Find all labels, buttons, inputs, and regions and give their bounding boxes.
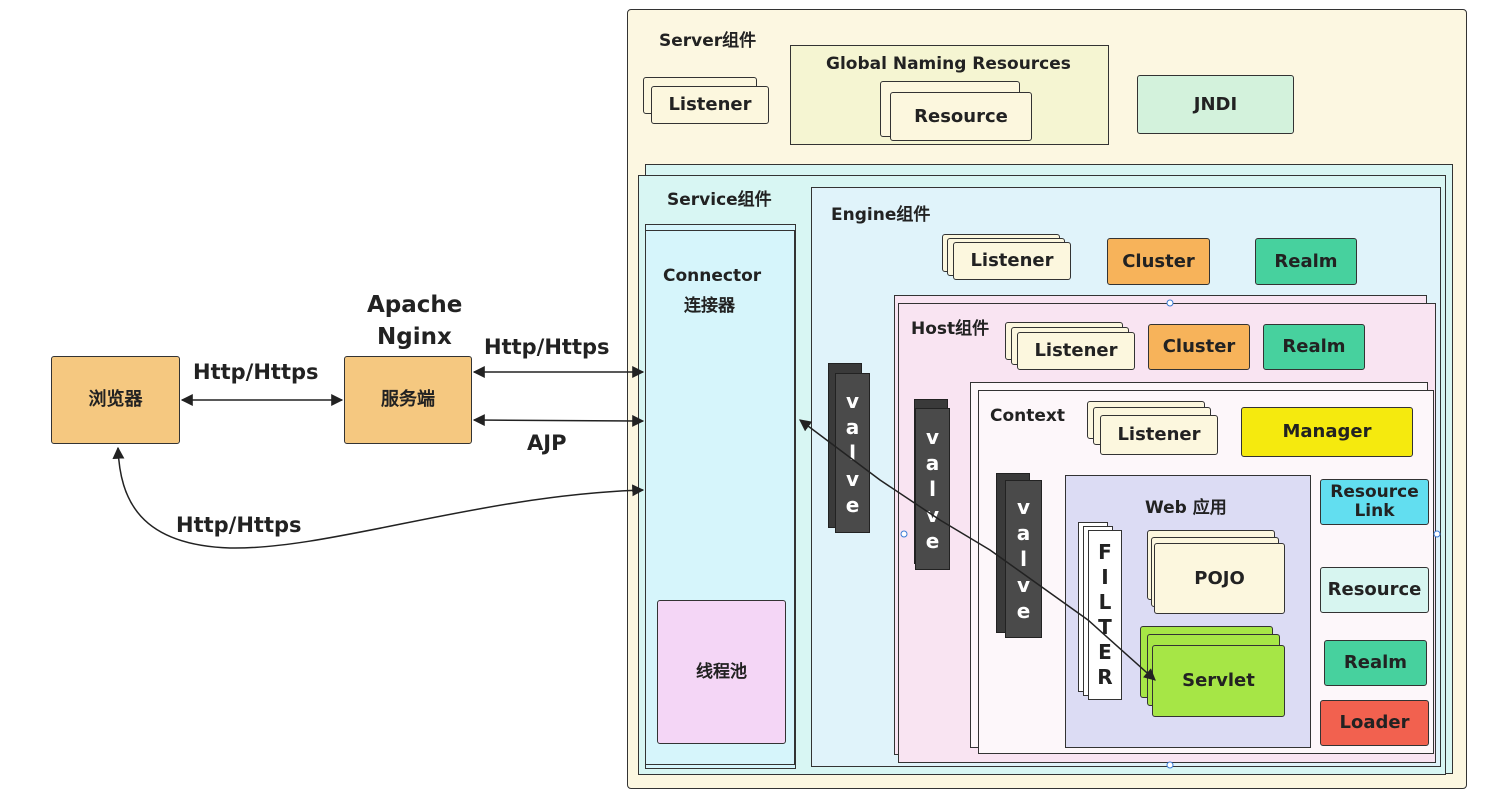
valve-letter: l	[929, 477, 936, 501]
host-valve: v a l v e	[915, 408, 950, 570]
filter-chain: F I L T E R	[1088, 530, 1122, 700]
service-title: Service组件	[667, 190, 772, 210]
resource-link-label-1: Resource	[1330, 482, 1419, 503]
valve-letter: v	[1016, 573, 1031, 597]
thread-pool-box: 线程池	[657, 600, 786, 744]
filter-letter: I	[1101, 565, 1109, 589]
filter-letter: T	[1098, 615, 1112, 639]
connector-cn-label: 连接器	[684, 296, 735, 316]
browser-box: 浏览器	[51, 356, 180, 444]
webapp-title: Web 应用	[1145, 498, 1227, 518]
host-realm: Realm	[1263, 324, 1365, 370]
apache-label: Apache	[367, 292, 463, 318]
valve-letter: l	[1020, 547, 1027, 571]
host-realm-label: Realm	[1282, 336, 1346, 358]
jndi-label: JNDI	[1193, 93, 1238, 115]
server-connector-protocol-label: Http/Https	[484, 335, 610, 359]
context-resource-label: Resource	[1327, 579, 1422, 601]
thread-pool-label: 线程池	[696, 661, 747, 682]
valve-letter: v	[845, 389, 860, 413]
context-title: Context	[990, 406, 1066, 426]
valve-letter: v	[845, 467, 860, 491]
global-resource-label: Resource	[914, 105, 1008, 127]
context-realm-label: Realm	[1343, 652, 1408, 674]
servlet-label: Servlet	[1182, 670, 1255, 692]
valve-letter: v	[1016, 495, 1031, 519]
engine-realm-label: Realm	[1274, 250, 1338, 272]
context-listener: Listener	[1100, 415, 1218, 455]
host-cluster-label: Cluster	[1162, 336, 1236, 358]
valve-letter: a	[1016, 521, 1031, 545]
direct-protocol-label: Http/Https	[176, 513, 302, 537]
server-connector-ajp-arrow	[472, 414, 645, 427]
context-loader: Loader	[1320, 700, 1429, 746]
nginx-label: Nginx	[377, 324, 452, 350]
browser-server-protocol-label: Http/Https	[193, 360, 319, 384]
valve-letter: v	[925, 425, 940, 449]
filter-letter: L	[1098, 590, 1112, 614]
context-valve: v a l v e	[1005, 480, 1042, 638]
engine-listener: Listener	[953, 242, 1071, 280]
valve-letter: e	[1016, 599, 1031, 623]
filter-letter: E	[1098, 640, 1112, 664]
valve-letter: v	[925, 503, 940, 527]
context-manager: Manager	[1241, 407, 1413, 457]
valve-letter: l	[849, 441, 856, 465]
global-naming-title: Global Naming Resources	[826, 54, 1071, 74]
context-resource-link: Resource Link	[1320, 479, 1429, 525]
pojo-box: POJO	[1154, 543, 1285, 614]
server-side-label: 服务端	[381, 389, 435, 411]
ajp-label: AJP	[527, 431, 567, 455]
engine-realm: Realm	[1255, 238, 1357, 285]
pojo-label: POJO	[1194, 567, 1245, 589]
context-manager-label: Manager	[1282, 421, 1372, 443]
global-resource: Resource	[890, 92, 1032, 141]
server-title: Server组件	[659, 31, 757, 51]
filter-letter: R	[1097, 665, 1113, 689]
valve-letter: e	[925, 529, 940, 553]
engine-cluster: Cluster	[1107, 238, 1210, 285]
server-listener: Listener	[651, 86, 769, 124]
host-cluster: Cluster	[1148, 324, 1250, 370]
filter-letter: F	[1098, 540, 1112, 564]
server-listener-label: Listener	[668, 94, 752, 116]
context-listener-label: Listener	[1117, 424, 1201, 446]
connector-label: Connector	[663, 266, 762, 286]
resource-link-label-2: Link	[1354, 501, 1395, 521]
engine-valve: v a l v e	[835, 373, 870, 533]
engine-title: Engine组件	[831, 205, 931, 225]
jndi-box: JNDI	[1137, 75, 1294, 134]
context-loader-label: Loader	[1339, 712, 1410, 734]
server-side-box: 服务端	[344, 356, 472, 444]
engine-cluster-label: Cluster	[1122, 250, 1195, 272]
valve-letter: a	[925, 451, 940, 475]
host-title: Host组件	[911, 319, 990, 339]
context-resource: Resource	[1320, 567, 1429, 613]
valve-letter: e	[845, 493, 860, 517]
browser-label: 浏览器	[88, 389, 143, 411]
servlet-box: Servlet	[1152, 645, 1285, 717]
context-realm: Realm	[1324, 640, 1427, 686]
engine-listener-label: Listener	[970, 250, 1054, 272]
host-listener-label: Listener	[1034, 340, 1118, 362]
host-listener: Listener	[1017, 332, 1135, 370]
valve-letter: a	[845, 415, 860, 439]
